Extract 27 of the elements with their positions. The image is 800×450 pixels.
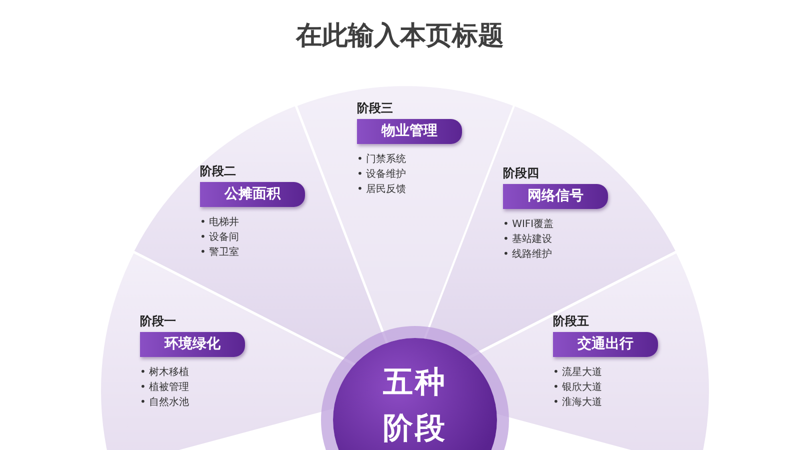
bullet-item: • 淮海大道 [553,396,602,410]
stage-label: 物业管理 [356,119,462,144]
bullet-item: • 自然水池 [140,396,190,410]
bullet-item: • WIFI覆盖 [503,218,554,232]
bullet-item: • 流星大道 [553,366,602,380]
bullet-item: • 设备维护 [356,168,406,182]
bullet-item: • 电梯井 [200,216,240,230]
stage-heading: 阶段四 [503,164,539,182]
stage-heading: 阶段三 [356,100,393,117]
page-title: 在此输入本页标题 [294,20,505,53]
bullet-item: • 居民反馈 [356,183,406,197]
bullet-item: • 设备间 [200,230,240,245]
stage-heading: 阶段五 [553,312,589,330]
bullet-item: • 警卫室 [200,246,240,260]
stage-label: 环境绿化 [140,332,245,357]
stage-heading: 阶段一 [140,312,176,330]
bullet-item: • 银欣大道 [553,380,602,395]
bullet-item: • 门禁系统 [356,152,406,167]
bullet-item: • 线路维护 [503,248,554,262]
stage-label: 交通出行 [553,332,658,357]
stage-label: 公摊面积 [200,182,305,207]
stage-heading: 阶段二 [200,162,236,180]
bullet-item: • 基站建设 [503,232,554,247]
center-title: 五种阶段 [382,364,448,448]
stage-label: 网络信号 [503,184,608,209]
bullet-item: • 植被管理 [140,380,190,395]
bullet-item: • 树木移植 [140,366,190,380]
